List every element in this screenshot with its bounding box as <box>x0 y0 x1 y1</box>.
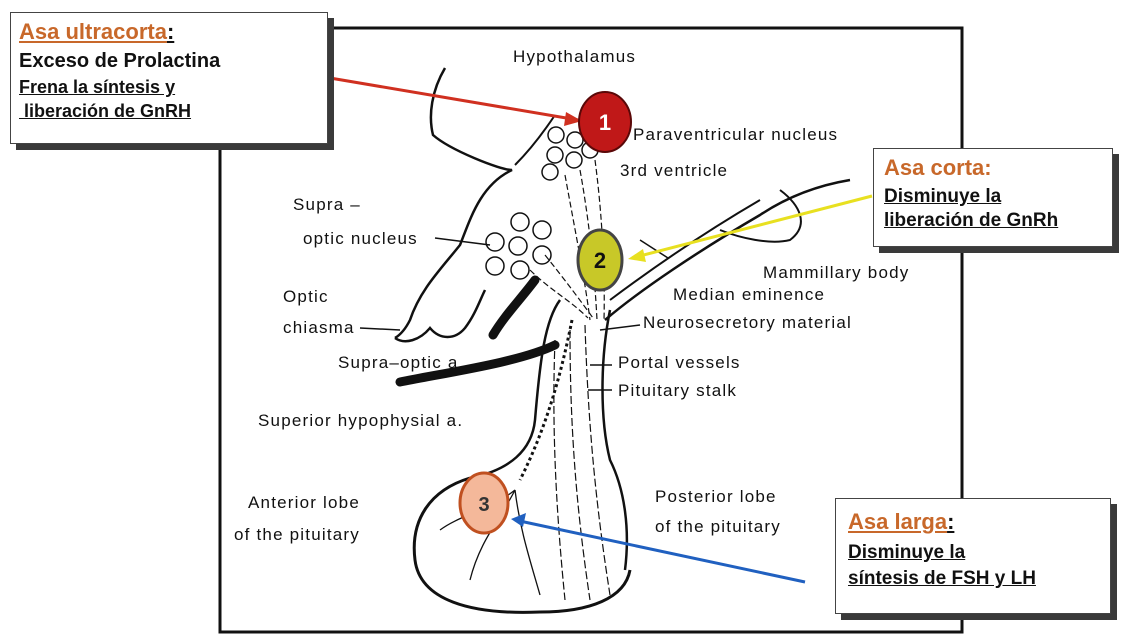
callout-asa-larga: Asa larga: Disminuye la síntesis de FSH … <box>835 498 1111 614</box>
label-portal-vessels: Portal vessels <box>618 353 741 372</box>
label-superior-hypophysial: Superior hypophysial a. <box>258 411 463 430</box>
label-paraventricular: Paraventricular nucleus <box>633 125 838 144</box>
label-supra-2: optic nucleus <box>303 229 418 248</box>
label-posterior-lobe-2: of the pituitary <box>655 517 781 536</box>
marker-1-number: 1 <box>599 110 611 135</box>
marker-1: 1 <box>579 92 631 152</box>
label-anterior-lobe-2: of the pituitary <box>234 525 360 544</box>
callout-larga-colon: : <box>947 509 954 534</box>
callout-corta-title: Asa corta: <box>884 155 1112 181</box>
callout-asa-corta: Asa corta: Disminuye la liberación de Gn… <box>873 148 1113 247</box>
label-neurosecretory: Neurosecretory material <box>643 313 852 332</box>
label-supra-1: Supra – <box>293 195 361 214</box>
callout-asa-ultracorta: Asa ultracorta: Exceso de Prolactina Fre… <box>10 12 328 144</box>
label-chiasma: chiasma <box>283 318 355 337</box>
label-optic: Optic <box>283 287 329 306</box>
callout-ultracorta-title: Asa ultracorta <box>19 19 167 44</box>
callout-ultracorta-colon: : <box>167 19 174 44</box>
callout-ultracorta-line-3: liberación de GnRH <box>19 99 327 123</box>
label-median-eminence: Median eminence <box>673 285 825 304</box>
marker-3: 3 <box>460 473 508 533</box>
callout-corta-line-2: liberación de GnRh <box>884 209 1112 233</box>
label-supraoptic-artery: Supra–optic a <box>338 353 459 372</box>
callout-ultracorta-line-2: Frena la síntesis y <box>19 75 327 99</box>
marker-2-number: 2 <box>594 248 606 273</box>
callout-larga-line-2: síntesis de FSH y LH <box>848 567 1110 591</box>
callout-ultracorta-line-1: Exceso de Prolactina <box>19 49 327 73</box>
marker-3-number: 3 <box>478 494 489 516</box>
label-anterior-lobe-1: Anterior lobe <box>248 493 360 512</box>
label-third-ventricle: 3rd ventricle <box>620 161 728 180</box>
callout-corta-line-1: Disminuye la <box>884 185 1112 209</box>
label-pituitary-stalk: Pituitary stalk <box>618 381 737 400</box>
label-posterior-lobe-1: Posterior lobe <box>655 487 777 506</box>
callout-larga-line-1: Disminuye la <box>848 541 1110 565</box>
marker-2: 2 <box>578 230 622 290</box>
label-hypothalamus: Hypothalamus <box>513 47 636 66</box>
callout-larga-title: Asa larga <box>848 509 947 534</box>
label-mammillary: Mammillary body <box>763 263 909 282</box>
